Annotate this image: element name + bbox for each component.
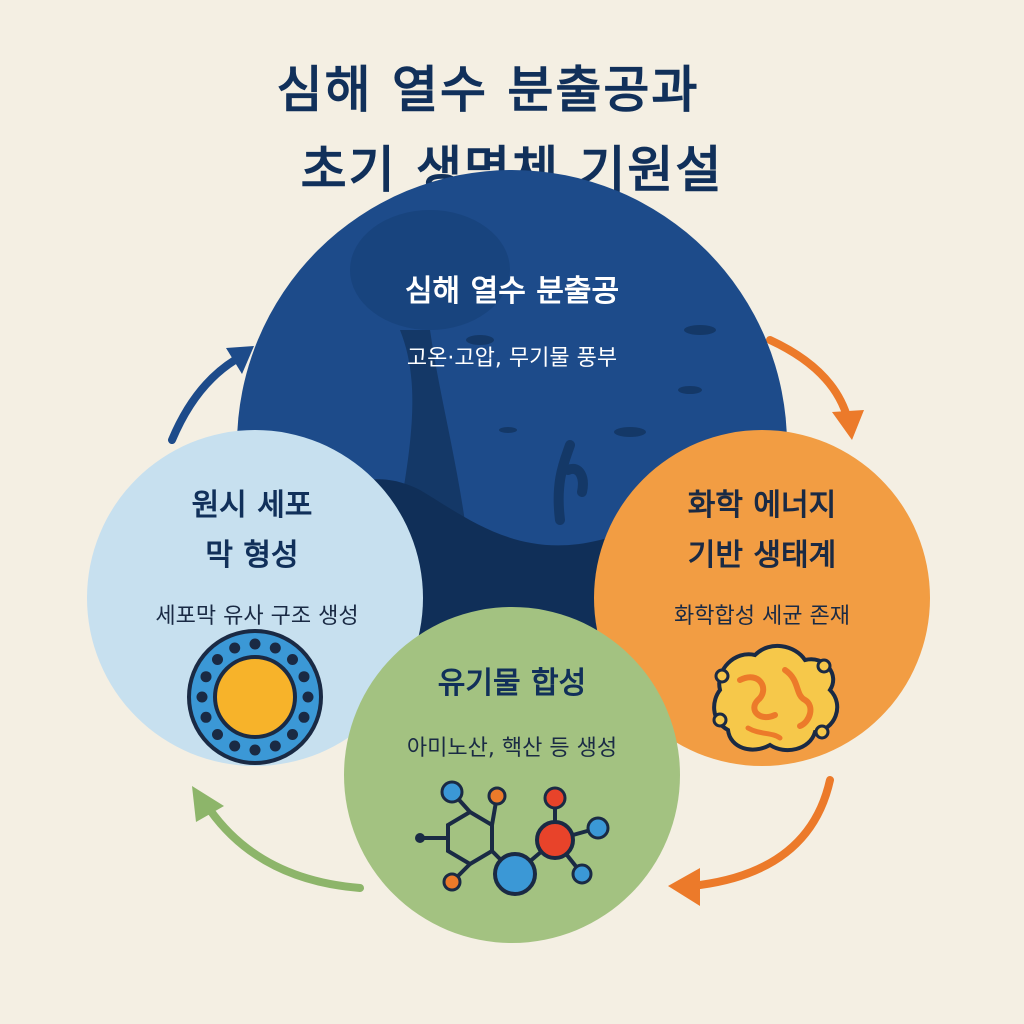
membrane-description: 세포막 유사 구조 생성 xyxy=(155,604,359,629)
membrane-dot xyxy=(287,729,298,740)
membrane-dot xyxy=(249,638,261,650)
membrane-dot xyxy=(287,654,298,665)
node-organic xyxy=(344,607,680,943)
membrane-dot xyxy=(298,711,310,723)
arrow-vent-to-chem xyxy=(766,336,864,440)
cell-icon xyxy=(187,629,323,765)
node-membrane xyxy=(87,430,423,766)
membrane-heading-line-1: 원시 세포 xyxy=(191,488,313,523)
title-line-1: 심해 열수 분출공과 xyxy=(276,61,700,119)
membrane-dot xyxy=(200,671,212,683)
membrane-dot xyxy=(229,642,241,654)
membrane-dot xyxy=(212,654,223,665)
vent-description: 고온·고압, 무기물 풍부 xyxy=(406,346,618,371)
chem-heading-line-1: 화학 에너지 xyxy=(687,488,837,523)
membrane-dot xyxy=(196,691,208,703)
membrane-dot xyxy=(229,740,241,752)
membrane-dot xyxy=(269,642,281,654)
chem-description: 화학합성 세균 존재 xyxy=(674,604,850,629)
membrane-dot xyxy=(298,671,310,683)
vent-heading: 심해 열수 분출공 xyxy=(404,274,620,309)
membrane-dot xyxy=(200,711,212,723)
arrow-organic-to-membrane xyxy=(192,786,364,892)
membrane-heading-line-2: 막 형성 xyxy=(205,538,299,573)
arrow-chem-to-organic xyxy=(668,776,834,906)
bacterium-icon xyxy=(712,643,840,753)
chem-heading-line-2: 기반 생태계 xyxy=(687,538,837,573)
arrow-membrane-to-vent xyxy=(168,346,254,444)
node-chem xyxy=(594,430,930,766)
membrane-dot xyxy=(212,729,223,740)
molecule-icon xyxy=(415,780,610,896)
membrane-dot xyxy=(302,691,314,703)
organic-description: 아미노산, 핵산 등 생성 xyxy=(406,736,618,761)
organic-heading: 유기물 합성 xyxy=(437,666,587,701)
membrane-dot xyxy=(249,744,261,756)
membrane-dot xyxy=(269,740,281,752)
